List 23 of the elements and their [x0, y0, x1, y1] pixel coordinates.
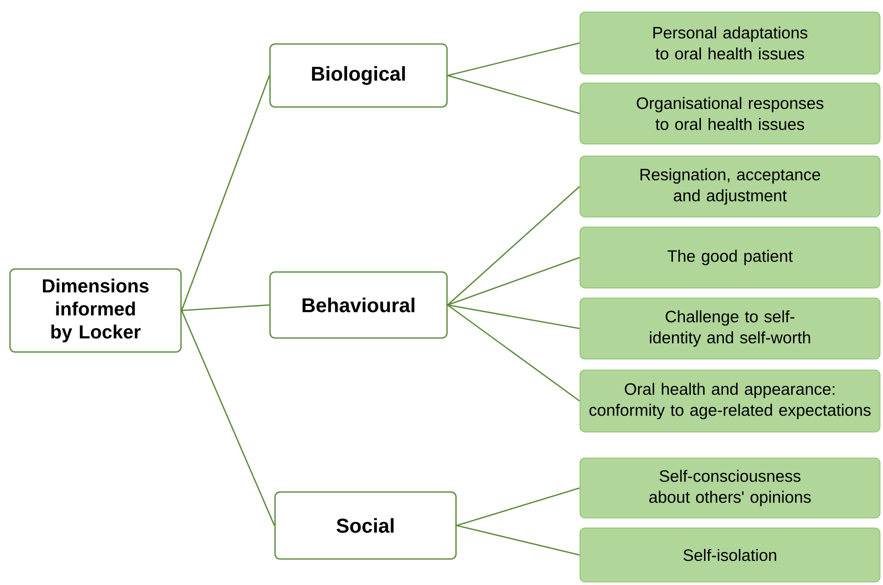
connector-line	[447, 256, 580, 306]
theme-box: Organisational responses to oral health issues	[580, 82, 880, 144]
root-box: Dimensions informed by Locker	[9, 268, 182, 353]
connector-line	[181, 310, 275, 526]
category-box: Social	[274, 491, 457, 560]
connector-line	[456, 524, 580, 556]
theme-box: Personal adaptations to oral health issues	[580, 12, 880, 74]
theme-box: Self-consciousness about others' opinions	[580, 458, 880, 518]
theme-box: Resignation, acceptance and adjustment	[580, 156, 880, 218]
theme-box: Oral health and appearance: conformity to age-related expectations	[580, 370, 880, 432]
theme-box: The good patient	[580, 226, 880, 288]
connector-line	[181, 75, 270, 311]
connector-line	[182, 304, 270, 312]
connector-line	[447, 186, 580, 306]
connector-line	[448, 42, 580, 76]
category-box: Biological	[269, 43, 448, 108]
connector-line	[447, 304, 580, 402]
connector-line	[448, 304, 580, 330]
category-box: Behavioural	[269, 271, 448, 339]
theme-box: Challenge to self-identity and self-worth	[580, 298, 880, 360]
connector-line	[456, 487, 580, 526]
theme-box: Self-isolation	[580, 528, 880, 582]
connector-line	[447, 74, 580, 114]
